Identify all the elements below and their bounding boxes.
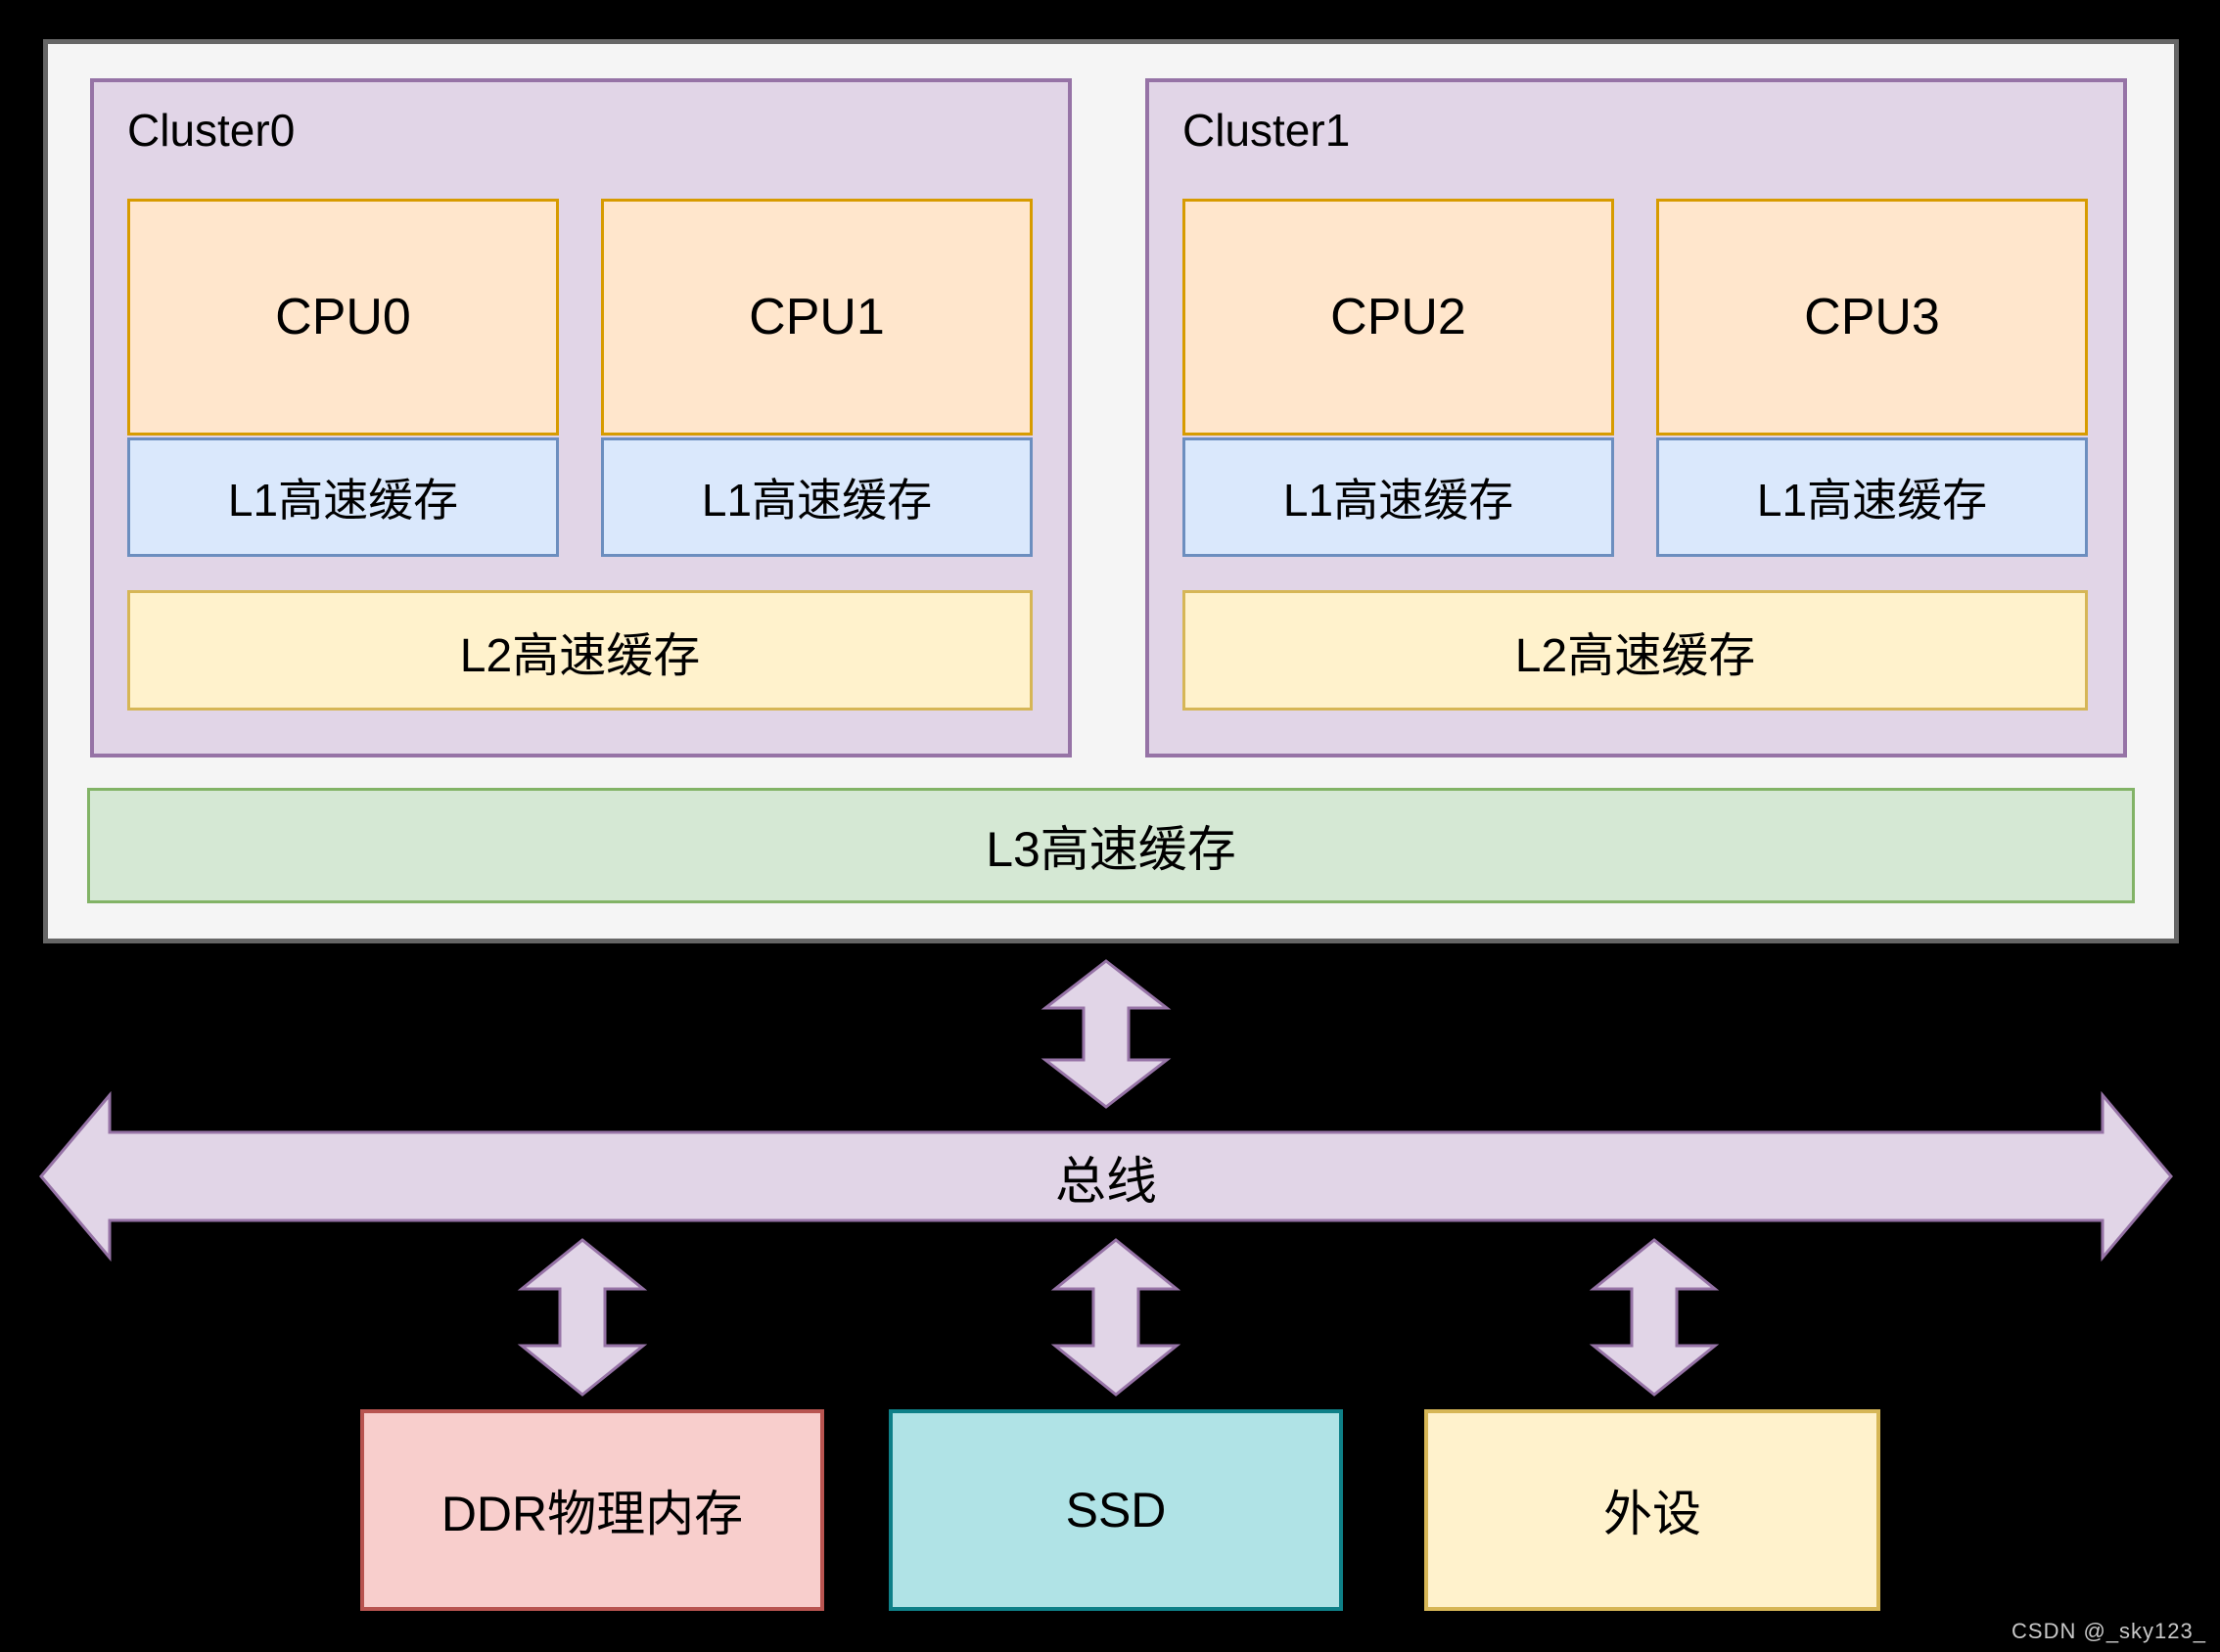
cpu0-label: CPU0: [275, 289, 411, 345]
l3-label: L3高速缓存: [986, 822, 1236, 877]
cpu1-l1-label: L1高速缓存: [701, 475, 933, 526]
l3-cache-box: L3高速缓存: [87, 788, 2135, 903]
ddr-memory-label: DDR物理内存: [440, 1487, 744, 1541]
cpu0-l1-cache-box: L1高速缓存: [127, 437, 559, 557]
cluster-0: Cluster0 CPU0 CPU1 L1高速缓存 L1高速缓存 L2高速缓存: [90, 78, 1072, 757]
soc-container: Cluster0 CPU0 CPU1 L1高速缓存 L1高速缓存 L2高速缓存 …: [43, 39, 2179, 943]
soc-bus-double-arrow-icon: [1041, 959, 1172, 1109]
bus-arrow-icon: [39, 1090, 2173, 1262]
cpu3-l1-label: L1高速缓存: [1756, 475, 1988, 526]
cpu2-box: CPU2: [1182, 199, 1614, 436]
cluster-1-l2-label: L2高速缓存: [1514, 629, 1756, 682]
cpu1-box: CPU1: [601, 199, 1033, 436]
cpu3-l1-cache-box: L1高速缓存: [1656, 437, 2088, 557]
cpu1-label: CPU1: [749, 289, 885, 345]
bus-ssd-double-arrow-icon: [1050, 1238, 1181, 1397]
cpu2-l1-cache-box: L1高速缓存: [1182, 437, 1614, 557]
cpu0-l1-label: L1高速缓存: [227, 475, 459, 526]
cpu3-label: CPU3: [1804, 289, 1940, 345]
ssd-label: SSD: [1065, 1483, 1167, 1537]
bus-label: 总线: [1054, 1153, 1157, 1211]
cluster-1: Cluster1 CPU2 CPU3 L1高速缓存 L1高速缓存 L2高速缓存: [1145, 78, 2127, 757]
watermark: CSDN @_sky123_: [2012, 1619, 2206, 1643]
cpu2-label: CPU2: [1330, 289, 1466, 345]
ssd-box: SSD: [889, 1409, 1343, 1611]
cpu3-box: CPU3: [1656, 199, 2088, 436]
peripheral-box: 外设: [1424, 1409, 1880, 1611]
cluster-1-label: Cluster1: [1182, 105, 1351, 156]
cluster-0-l2-label: L2高速缓存: [459, 629, 701, 682]
ddr-memory-box: DDR物理内存: [360, 1409, 824, 1611]
peripheral-label: 外设: [1603, 1487, 1701, 1541]
cpu2-l1-label: L1高速缓存: [1282, 475, 1514, 526]
cluster-0-label: Cluster0: [127, 105, 296, 156]
cluster-1-l2-cache-box: L2高速缓存: [1182, 590, 2088, 711]
cluster-0-l2-cache-box: L2高速缓存: [127, 590, 1033, 711]
bus-peripheral-double-arrow-icon: [1589, 1238, 1720, 1397]
cpu1-l1-cache-box: L1高速缓存: [601, 437, 1033, 557]
bus-ddr-double-arrow-icon: [517, 1238, 648, 1397]
cpu0-box: CPU0: [127, 199, 559, 436]
